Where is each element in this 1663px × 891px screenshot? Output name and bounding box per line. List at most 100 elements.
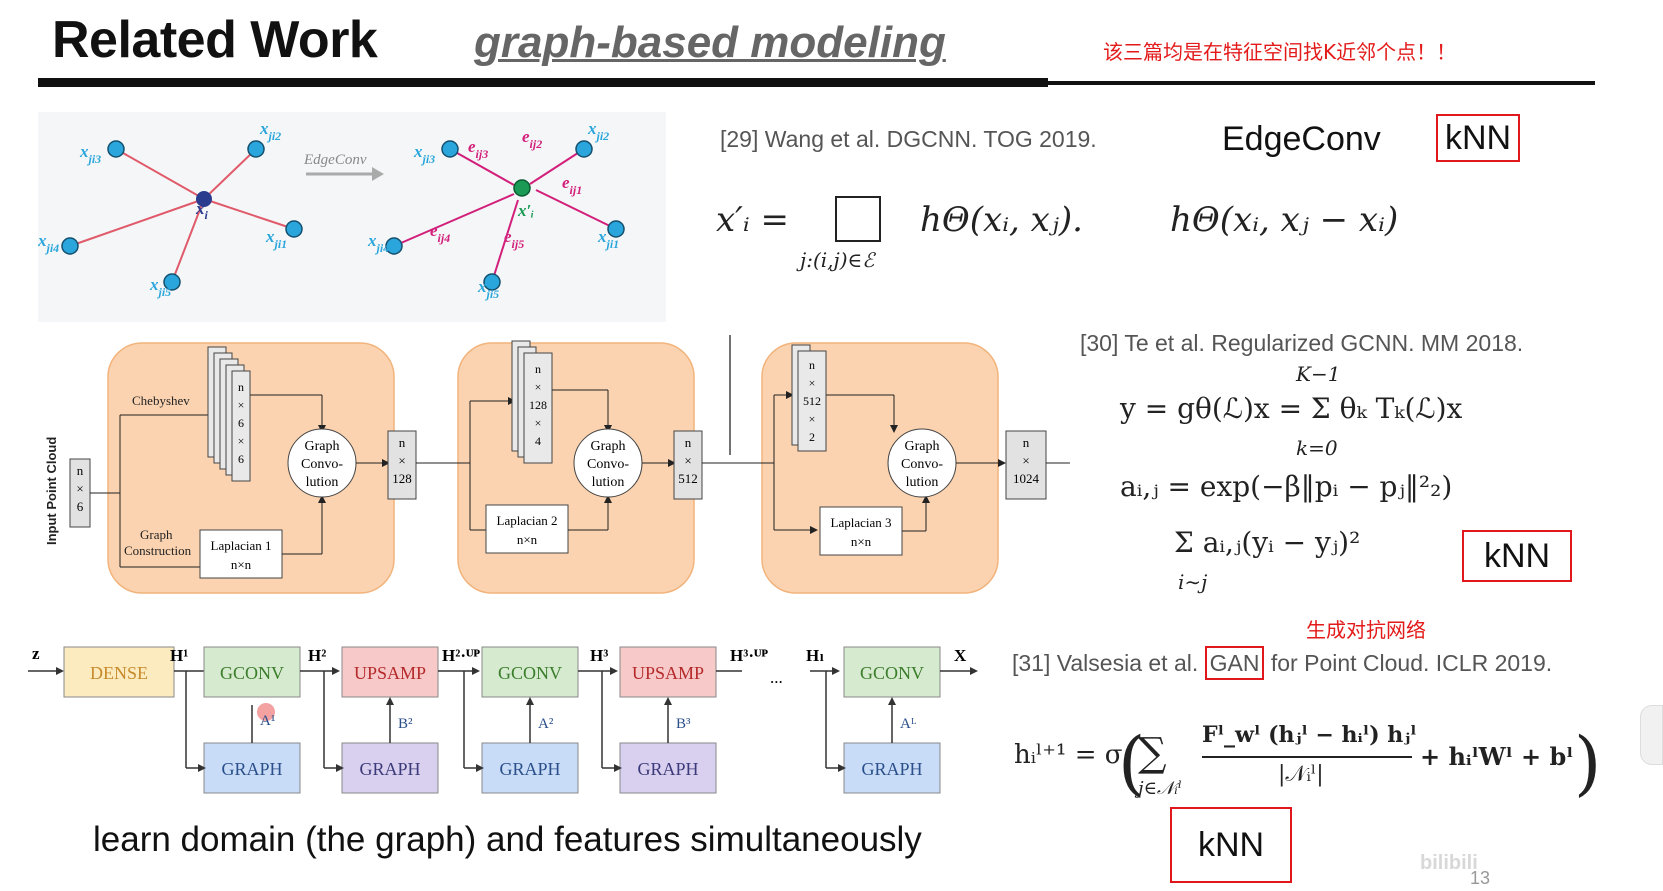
ref31-citation: [31] Valsesia et al. GAN for Point Cloud… [1012, 646, 1553, 680]
svg-text:GRAPH: GRAPH [359, 759, 420, 779]
ref31-eq-lhs: hᵢˡ⁺¹ = σ [1014, 740, 1123, 770]
svg-text:×: × [809, 412, 816, 426]
svg-text:n: n [685, 435, 692, 450]
ref31-paren-right: ) [1574, 722, 1602, 804]
svg-text:Laplacian 3: Laplacian 3 [831, 515, 892, 530]
ref29-aggregation-box [835, 196, 881, 242]
node-xji2 [247, 140, 265, 158]
ref31-citation-post: for Point Cloud. ICLR 2019. [1270, 650, 1553, 676]
svg-text:x′ᵢ: x′ᵢ [517, 201, 534, 220]
svg-text:GCONV: GCONV [220, 663, 284, 683]
svg-text:n×n: n×n [851, 534, 872, 549]
slide-subtitle: graph-based modeling [474, 18, 946, 67]
svg-text:Aᴸ: Aᴸ [900, 716, 917, 732]
svg-text:X: X [954, 646, 967, 665]
ref29-citation: [29] Wang et al. DGCNN. TOG 2019. [720, 126, 1097, 152]
svg-text:×: × [535, 416, 542, 430]
svg-text:n×n: n×n [231, 557, 252, 572]
svg-text:GRAPH: GRAPH [499, 759, 560, 779]
ref29-formula2: hΘ(xᵢ, xⱼ − xᵢ) [1170, 200, 1399, 240]
svg-text:H³: H³ [590, 646, 608, 665]
svg-text:Hₗ: Hₗ [806, 646, 824, 665]
node-xji4 [61, 237, 79, 255]
rgcnn-figure: Input Point Cloud n × 6 Chebyshev Graph … [44, 335, 1070, 594]
ref31-knn-tag: kNN [1170, 807, 1292, 883]
svg-text:Graph: Graph [140, 527, 173, 542]
node-xji1 [285, 220, 303, 238]
svg-text:×: × [238, 434, 245, 448]
svg-text:×: × [1022, 453, 1029, 468]
ref29-formula-sub: j:(i,j)∈ℰ [800, 248, 875, 272]
svg-text:6: 6 [77, 499, 84, 514]
svg-text:1024: 1024 [1013, 471, 1040, 486]
svg-text:lution: lution [306, 475, 339, 490]
svg-text:4: 4 [535, 434, 541, 448]
ref31-eq-tail: + hᵢˡWˡ + bˡ [1420, 742, 1574, 771]
ref31-citation-pre: [31] Valsesia et al. [1012, 650, 1199, 676]
svg-text:B³: B³ [676, 716, 691, 732]
ref30-eq1-bottom: k=0 [1296, 436, 1338, 460]
ref30-citation: [30] Te et al. Regularized GCNN. MM 2018… [1080, 330, 1524, 356]
svg-text:Laplacian 2: Laplacian 2 [497, 513, 558, 528]
svg-text:×: × [535, 380, 542, 394]
svg-text:Chebyshev: Chebyshev [132, 393, 190, 408]
ref29-knn-tag: kNN [1436, 114, 1520, 162]
ref29-formula-rhs: hΘ(xᵢ, xⱼ). [920, 200, 1083, 240]
edgeconv-figure: xji3 xji2 xji1 xji4 xji5 xi EdgeConv xji… [38, 112, 666, 322]
ref31-paren-left: ( [1118, 722, 1146, 804]
ref31-eq-sub: j∈𝒩ᵢˡ [1138, 778, 1183, 799]
title-rule [38, 78, 1048, 87]
svg-text:GRAPH: GRAPH [637, 759, 698, 779]
edgeconv-left-graph: xji3 xji2 xji1 xji4 xji5 xi [38, 119, 303, 299]
svg-text:×: × [238, 398, 245, 412]
ref29-method: EdgeConv [1222, 120, 1381, 158]
svg-text:512: 512 [803, 394, 821, 408]
ref31-fraction-bar [1202, 756, 1412, 758]
node-xji5 [163, 273, 181, 291]
svg-text:n×n: n×n [517, 532, 538, 547]
svg-text:n: n [535, 362, 541, 376]
ref29-formula-lhs: x′ᵢ = [716, 200, 790, 240]
page-number: 13 [1470, 868, 1491, 888]
svg-text:GRAPH: GRAPH [861, 759, 922, 779]
edgeconv-right-graph: xji3 xji2 xji1 xji4 xji5 eij3 eij2 eij1 … [367, 119, 625, 301]
svg-text:128: 128 [529, 398, 547, 412]
annotation-note: 该三篇均是在特征空间找K近邻个点！！ [1103, 40, 1457, 64]
side-scroll-handle[interactable] [1640, 705, 1663, 765]
svg-text:UPSAMP: UPSAMP [632, 663, 704, 683]
ref31-note: 生成对抗网络 [1306, 618, 1426, 642]
svg-text:128: 128 [392, 471, 412, 486]
slide-title: Related Work [52, 11, 378, 69]
svg-text:GRAPH: GRAPH [221, 759, 282, 779]
svg-text:Convo-: Convo- [301, 457, 343, 472]
svg-text:DENSE: DENSE [90, 663, 148, 683]
edgeconv-arrow-label: EdgeConv [303, 152, 367, 168]
ref30-eq3: Σ aᵢ,ⱼ(yᵢ − yⱼ)² [1174, 526, 1361, 559]
ref31-sum: ∑ [1138, 730, 1167, 776]
gan-figure: z DENSE H¹ GCONV GRAPH A¹ H² UPSAMP GRAP… [28, 644, 978, 794]
svg-text:Graph: Graph [905, 439, 940, 454]
svg-text:n: n [77, 463, 84, 478]
ref30-knn-tag: kNN [1462, 530, 1572, 582]
svg-text:Convo-: Convo- [901, 457, 943, 472]
watermark: bilibili [1420, 852, 1478, 874]
svg-text:A¹: A¹ [260, 713, 275, 729]
svg-text:...: ... [770, 668, 783, 687]
svg-text:H²·ᵁᴾ: H²·ᵁᴾ [442, 646, 480, 665]
ref31-gan-box: GAN [1204, 646, 1265, 680]
ref30-eq1: y = gθ(ℒ)x = Σ θₖ Tₖ(ℒ)x [1120, 392, 1463, 425]
svg-text:n: n [238, 380, 244, 394]
svg-text:×: × [76, 481, 83, 496]
svg-text:×: × [684, 453, 691, 468]
svg-text:GCONV: GCONV [860, 663, 924, 683]
node-xi [196, 191, 212, 207]
svg-text:B²: B² [398, 716, 413, 732]
svg-text:UPSAMP: UPSAMP [354, 663, 426, 683]
svg-text:n: n [399, 435, 406, 450]
ref31-eq-den: |𝒩ᵢˡ| [1278, 762, 1324, 787]
ref30-eq1-top: K−1 [1296, 362, 1341, 386]
svg-text:×: × [809, 376, 816, 390]
svg-text:6: 6 [238, 452, 244, 466]
svg-text:A²: A² [538, 716, 554, 732]
svg-text:GCONV: GCONV [498, 663, 562, 683]
